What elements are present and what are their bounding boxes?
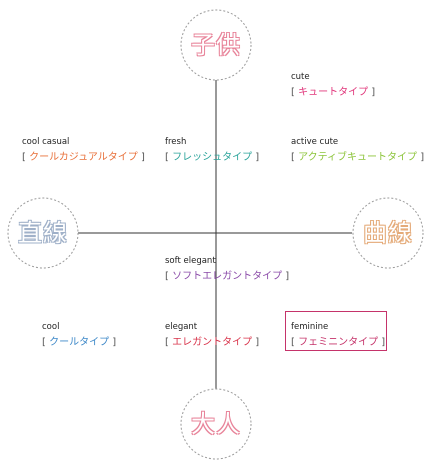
- type-cool-jp: [ クールタイプ ]: [42, 336, 116, 350]
- type-soft-elegant: soft elegant [ ソフトエレガントタイプ ]: [165, 255, 289, 284]
- bracket-open: [: [165, 152, 169, 163]
- type-feminine-jp-label: フェミニンタイプ: [298, 337, 379, 348]
- pole-circle-top: [180, 9, 252, 81]
- type-cool-casual-en: cool casual: [22, 137, 70, 147]
- bracket-close: ]: [255, 152, 260, 163]
- type-cool-en: cool: [42, 322, 60, 332]
- type-elegant: elegant [ エレガントタイプ ]: [165, 321, 259, 350]
- type-soft-elegant-en: soft elegant: [165, 256, 216, 266]
- type-cool-casual-jp-label: クールカジュアルタイプ: [29, 152, 138, 163]
- bracket-close: ]: [371, 87, 376, 98]
- type-cute: cute [ キュートタイプ ]: [291, 71, 375, 100]
- type-soft-elegant-jp: [ ソフトエレガントタイプ ]: [165, 270, 289, 284]
- type-feminine-en: feminine: [291, 322, 329, 332]
- type-fresh-en: fresh: [165, 137, 187, 147]
- pole-circle-bottom: [180, 388, 252, 460]
- type-fresh-jp: [ フレッシュタイプ ]: [165, 151, 259, 165]
- pole-circle-right: [352, 197, 424, 269]
- type-cool-casual: cool casual [ クールカジュアルタイプ ]: [22, 136, 145, 165]
- type-soft-elegant-jp-label: ソフトエレガントタイプ: [172, 271, 283, 282]
- type-cute-jp: [ キュートタイプ ]: [291, 86, 375, 100]
- type-cool: cool [ クールタイプ ]: [42, 321, 116, 350]
- feminine-highlight-box: [285, 311, 387, 351]
- type-active-cute-jp-label: アクティブキュートタイプ: [298, 152, 417, 163]
- pole-circle-left: [7, 197, 79, 269]
- pole-label-bottom: 大人: [191, 410, 241, 438]
- bracket-close: ]: [381, 337, 386, 348]
- type-active-cute-en: active cute: [291, 137, 339, 147]
- type-fresh-jp-label: フレッシュタイプ: [172, 152, 253, 163]
- bracket-open: [: [291, 87, 295, 98]
- type-cool-casual-jp: [ クールカジュアルタイプ ]: [22, 151, 145, 165]
- bracket-close: ]: [140, 152, 145, 163]
- bracket-open: [: [165, 337, 169, 348]
- pole-label-left: 直線: [18, 219, 68, 247]
- bracket-open: [: [291, 152, 295, 163]
- bracket-close: ]: [255, 337, 260, 348]
- type-cool-jp-label: クールタイプ: [49, 337, 110, 348]
- type-fresh: fresh [ フレッシュタイプ ]: [165, 136, 259, 165]
- pole-label-right: 曲線: [363, 219, 413, 247]
- bracket-close: ]: [285, 271, 290, 282]
- bracket-close: ]: [420, 152, 425, 163]
- type-elegant-en: elegant: [165, 322, 198, 332]
- type-active-cute-jp: [ アクティブキュートタイプ ]: [291, 151, 424, 165]
- type-cute-jp-label: キュートタイプ: [298, 87, 369, 98]
- bracket-open: [: [291, 337, 295, 348]
- bracket-close: ]: [112, 337, 117, 348]
- type-feminine-jp: [ フェミニンタイプ ]: [291, 336, 385, 350]
- bracket-open: [: [42, 337, 46, 348]
- bracket-open: [: [165, 271, 169, 282]
- type-elegant-jp-label: エレガントタイプ: [172, 337, 253, 348]
- type-cute-en: cute: [291, 72, 310, 82]
- type-active-cute: active cute [ アクティブキュートタイプ ]: [291, 136, 424, 165]
- type-elegant-jp: [ エレガントタイプ ]: [165, 336, 259, 350]
- bracket-open: [: [22, 152, 26, 163]
- type-feminine: feminine [ フェミニンタイプ ]: [291, 321, 385, 350]
- pole-label-top: 子供: [191, 31, 241, 59]
